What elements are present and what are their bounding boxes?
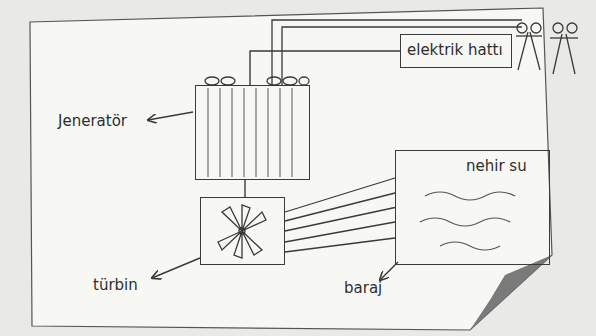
pipe-connector <box>285 208 395 232</box>
part-label: baraj <box>344 279 382 297</box>
part-label: nehir su <box>466 157 527 175</box>
part-label: Jeneratör <box>58 112 127 130</box>
part-label: türbin <box>93 276 138 294</box>
power-line-box: elektrik hattı <box>400 34 512 68</box>
pipe-connector <box>250 51 400 85</box>
paper-sheet <box>30 8 552 330</box>
river-waves <box>420 192 515 250</box>
generator-box: Jeneratör <box>195 85 310 180</box>
turbine-box: türbin <box>200 197 285 265</box>
pipe-connector <box>244 180 245 197</box>
leader-lines <box>148 112 398 280</box>
water-pipes <box>285 178 395 252</box>
generator-stripes <box>208 88 292 177</box>
turbine-fan <box>218 205 266 258</box>
generator-coils <box>205 77 309 85</box>
page-fold <box>470 255 552 330</box>
box-label: elektrik hattı <box>407 41 505 59</box>
power-wires <box>272 20 522 85</box>
river-reservoir: nehir subaraj <box>395 150 550 265</box>
pylon-symbol <box>516 23 578 74</box>
